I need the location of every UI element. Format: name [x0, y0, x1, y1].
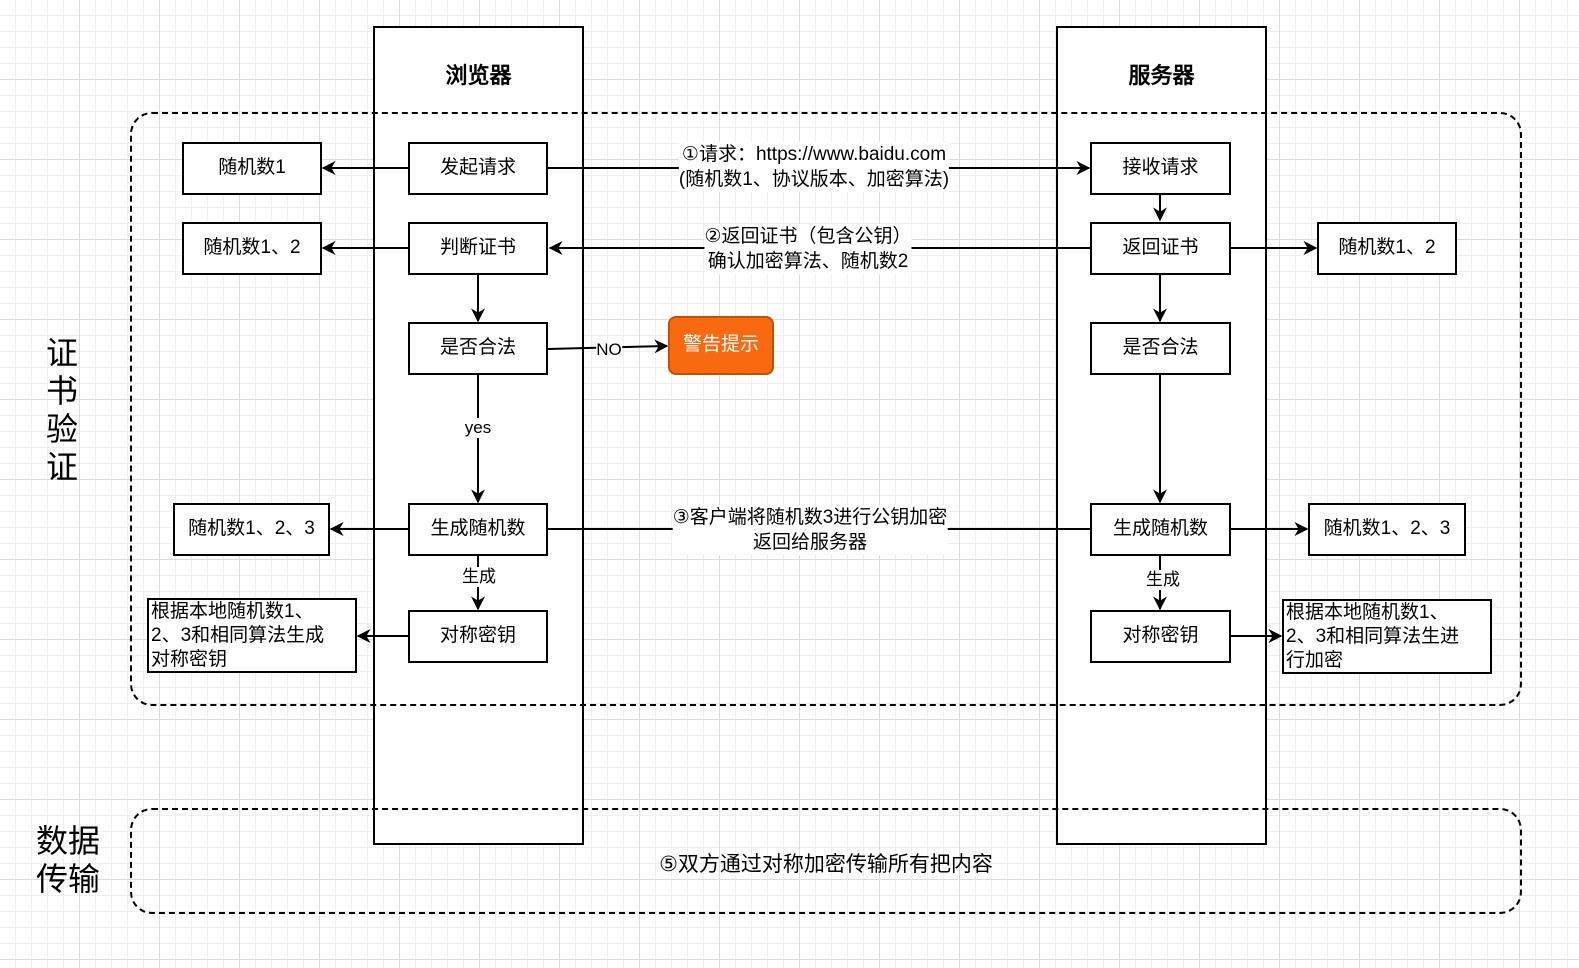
browser-lane-title: 浏览器: [445, 63, 512, 88]
server-gen-random-node: 生成随机数: [1090, 503, 1231, 556]
return-cert-node: 返回证书: [1090, 222, 1231, 275]
data-transfer-text: ⑤双方通过对称加密传输所有把内容: [659, 853, 993, 876]
generate-right-edge-label: 生成: [1146, 570, 1180, 590]
gen-key-note-node: 根据本地随机数1、 2、3和相同算法生成 对称密钥: [147, 598, 357, 673]
initiate-request-node: 发起请求: [408, 142, 548, 195]
return-cert-edge-label: ②返回证书（包含公钥） 确认加密算法、随机数2: [704, 224, 912, 274]
random-12-left-node: 随机数1、2: [182, 222, 322, 275]
browser-is-valid-node: 是否合法: [408, 322, 548, 375]
receive-request-node: 接收请求: [1090, 142, 1231, 195]
random-12-right-node: 随机数1、2: [1317, 222, 1457, 275]
request-edge-label: ①请求：https://www.baidu.com (随机数1、协议版本、加密算…: [678, 142, 950, 192]
random-123-right-node: 随机数1、2、3: [1308, 503, 1466, 556]
server-sym-key-node: 对称密钥: [1090, 610, 1231, 663]
server-is-valid-node: 是否合法: [1090, 322, 1231, 375]
cert-verify-group: [130, 112, 1522, 706]
warning-node: 警告提示: [668, 316, 774, 375]
random-1-node: 随机数1: [182, 142, 322, 195]
judge-cert-node: 判断证书: [408, 222, 548, 275]
server-lane-title: 服务器: [1128, 63, 1195, 88]
client-encrypt-edge-label: ③客户端将随机数3进行公钥加密 返回给服务器: [672, 505, 948, 555]
browser-sym-key-node: 对称密钥: [408, 610, 548, 663]
generate-left-edge-label: 生成: [462, 567, 496, 587]
data-transfer-side-label: 数据 传输: [35, 823, 100, 897]
yes-edge-label: yes: [464, 418, 492, 438]
data-transfer-group: [130, 808, 1522, 914]
browser-gen-random-node: 生成随机数: [408, 503, 548, 556]
encrypt-note-node: 根据本地随机数1、 2、3和相同算法生进 行加密: [1282, 599, 1492, 674]
cert-verify-side-label: 证 书 验 证: [45, 335, 78, 485]
random-123-left-node: 随机数1、2、3: [173, 503, 330, 556]
no-edge-label: NO: [596, 340, 622, 360]
